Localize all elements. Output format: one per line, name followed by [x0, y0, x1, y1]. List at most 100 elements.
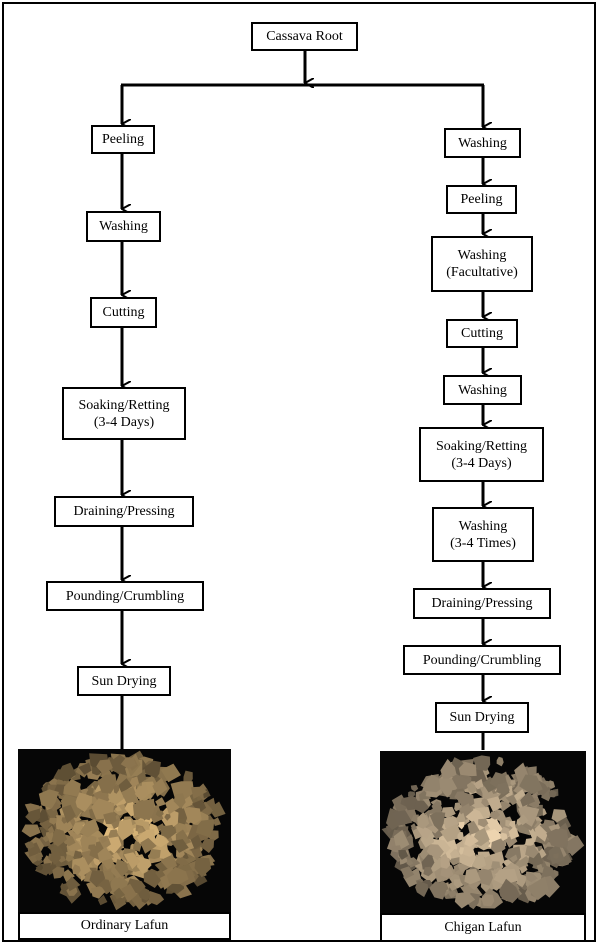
- lafun-crumb: [25, 808, 41, 825]
- lafun-crumb: [165, 798, 181, 815]
- lafun-crumb: [41, 781, 54, 794]
- lafun-crumb: [212, 817, 221, 826]
- lafun-crumb: [410, 823, 417, 831]
- lafun-crumb: [66, 838, 83, 852]
- right-step-washing: Washing: [444, 128, 521, 158]
- lafun-crumb: [497, 801, 512, 812]
- lafun-crumb: [133, 769, 147, 784]
- lafun-crumb: [423, 866, 433, 877]
- lafun-crumb: [93, 789, 113, 806]
- lafun-crumb: [138, 887, 151, 901]
- lafun-crumb: [21, 824, 41, 838]
- lafun-crumb: [129, 776, 139, 789]
- lafun-crumb: [160, 824, 177, 840]
- lafun-crumb: [496, 782, 510, 795]
- lafun-crumb: [508, 825, 520, 840]
- lafun-crumb: [519, 774, 543, 795]
- lafun-crumb: [200, 838, 215, 853]
- lafun-crumb: [62, 869, 75, 883]
- lafun-crumb: [496, 756, 504, 767]
- lafun-crumb: [114, 858, 129, 878]
- lafun-crumb: [519, 865, 528, 874]
- lafun-crumb: [504, 846, 522, 865]
- lafun-crumb: [183, 770, 193, 784]
- lafun-crumb: [101, 853, 115, 870]
- lafun-crumb: [170, 839, 189, 853]
- lafun-crumb: [55, 762, 77, 782]
- lafun-crumb: [49, 851, 61, 865]
- lafun-crumb: [422, 774, 445, 793]
- lafun-crumb: [478, 818, 489, 828]
- lafun-crumb: [65, 854, 75, 862]
- lafun-crumb: [474, 868, 493, 886]
- lafun-crumb: [504, 835, 518, 848]
- right-step-washing-3-4-times: Washing (3-4 Times): [432, 507, 534, 562]
- lafun-crumb: [563, 835, 585, 857]
- lafun-crumb: [60, 882, 66, 891]
- left-step-soaking-retting: Soaking/Retting (3-4 Days): [62, 387, 186, 440]
- lafun-crumb: [97, 894, 108, 906]
- lafun-crumb: [66, 876, 81, 892]
- lafun-crumb: [51, 828, 68, 847]
- lafun-crumb: [24, 841, 35, 849]
- lafun-crumb: [525, 845, 539, 859]
- left-step-draining-pressing: Draining/Pressing: [54, 496, 194, 527]
- left-step-pounding-crumbling: Pounding/Crumbling: [46, 581, 204, 611]
- lafun-crumb: [406, 860, 414, 866]
- lafun-crumb: [551, 809, 567, 823]
- right-step-sun-drying: Sun Drying: [435, 702, 529, 733]
- lafun-crumb: [454, 802, 463, 812]
- lafun-crumb: [86, 786, 94, 796]
- lafun-crumb: [472, 778, 484, 790]
- lafun-crumb: [114, 806, 122, 812]
- lafun-crumb: [417, 812, 430, 829]
- lafun-crumb: [440, 824, 462, 842]
- lafun-crumb: [408, 791, 416, 798]
- lafun-crumb: [153, 833, 169, 848]
- lafun-crumb: [524, 837, 535, 846]
- lafun-crumb: [97, 774, 117, 794]
- lafun-crumb: [413, 800, 430, 814]
- lafun-crumb: [473, 755, 491, 771]
- lafun-crumb: [137, 826, 144, 835]
- lafun-crumb: [415, 880, 429, 898]
- lafun-crumb: [75, 792, 92, 812]
- lafun-crumb: [391, 810, 413, 826]
- lafun-crumb: [52, 866, 65, 879]
- lafun-crumb: [466, 782, 477, 794]
- lafun-crumb: [155, 797, 166, 807]
- lafun-crumb: [49, 817, 57, 825]
- lafun-crumb: [492, 881, 502, 891]
- lafun-crumb: [113, 785, 120, 794]
- lafun-crumb: [458, 821, 465, 830]
- left-step-cutting: Cutting: [90, 297, 157, 328]
- lafun-crumb: [183, 807, 202, 825]
- lafun-crumb: [517, 814, 529, 826]
- lafun-crumb: [61, 804, 76, 824]
- lafun-crumb: [132, 798, 155, 821]
- lafun-crumb: [457, 831, 464, 841]
- lafun-crumb: [106, 836, 122, 854]
- lafun-crumb: [400, 866, 415, 880]
- lafun-crumb: [35, 864, 44, 871]
- lafun-crumb: [38, 789, 59, 809]
- lafun-crumb: [156, 823, 165, 832]
- lafun-crumb: [510, 780, 516, 786]
- lafun-crumb: [549, 789, 557, 798]
- lafun-crumb: [464, 868, 481, 885]
- lafun-crumb: [553, 853, 559, 859]
- left-step-sun-drying: Sun Drying: [77, 666, 171, 696]
- lafun-crumb: [191, 799, 207, 813]
- lafun-crumb: [120, 757, 137, 769]
- lafun-crumb: [208, 801, 226, 818]
- right-step-washing-2: Washing: [443, 375, 522, 405]
- lafun-crumb: [489, 851, 505, 870]
- lafun-crumb: [47, 825, 55, 834]
- lafun-crumb: [63, 779, 81, 797]
- lafun-crumb: [79, 818, 100, 838]
- right-step-cutting: Cutting: [446, 319, 518, 348]
- lafun-crumb: [89, 870, 106, 887]
- lafun-crumb: [113, 887, 126, 900]
- lafun-crumb: [121, 786, 140, 804]
